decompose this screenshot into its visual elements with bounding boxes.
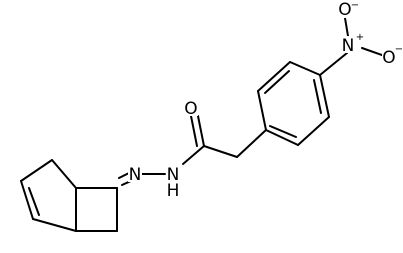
bond-ring-inner-3 <box>313 79 322 114</box>
bond-carbonyl-co-b <box>190 115 198 147</box>
bond-c3-c2-inner <box>28 187 40 216</box>
bond-c6-c5 <box>51 159 77 189</box>
bond-ring-to-nitro-n <box>319 52 348 76</box>
bond-ch2-to-carbonyl-c <box>203 145 238 158</box>
bond-ring-c3-c4 <box>257 90 267 131</box>
bond-carbonyl-c-to-nh <box>182 145 205 165</box>
atom-n-amide: N <box>167 165 180 185</box>
bond-ring-c6-c1 <box>319 74 330 118</box>
bond-carbonyl-co-a <box>197 115 205 147</box>
atom-o-carbonyl: O <box>184 99 197 119</box>
bond-c3-c2 <box>32 218 77 232</box>
atom-o-nitro-top: O <box>338 0 351 20</box>
bond-ring-c1-c2 <box>289 61 321 76</box>
acetamide-chain <box>140 115 267 175</box>
charge-o-nitro-right: − <box>395 44 403 55</box>
atom-o-nitro-right: O <box>382 48 395 68</box>
bond-nitro-n-o-right <box>361 47 383 56</box>
atom-n-nitro: N <box>342 36 355 56</box>
charge-o-nitro-top: − <box>351 0 359 11</box>
charge-n-nitro: + <box>356 32 364 43</box>
bond-ring-inner-2 <box>269 125 297 138</box>
bond-ring-inner-1 <box>264 70 290 94</box>
atom-h-amide: H <box>167 181 180 201</box>
nitro-group <box>319 17 383 76</box>
bond-nitro-n-o-top <box>344 17 349 37</box>
atom-n-imine: N <box>129 165 142 185</box>
bond-c5-c4 <box>20 159 53 182</box>
benzene-ring <box>257 61 330 146</box>
bond-ring-c2-c3 <box>257 61 291 92</box>
bond-ring-c5-c6 <box>297 116 330 146</box>
atom-labels: O − N + O − O N H N <box>128 0 403 201</box>
bond-ring-to-ch2 <box>236 129 267 158</box>
bond-ring-c4-c5 <box>265 129 299 146</box>
bond-c4-c3 <box>20 180 34 220</box>
bicyclic-system <box>20 159 134 232</box>
